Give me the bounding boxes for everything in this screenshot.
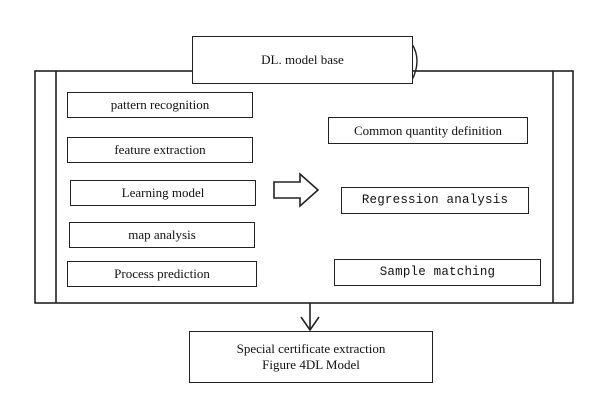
down-arrow-icon <box>300 316 320 332</box>
title-box: DL. model base <box>192 36 413 84</box>
left-item-map-analysis: map analysis <box>69 222 255 248</box>
output-line-1: Special certificate extraction <box>236 341 386 357</box>
left-item-learning-model: Learning model <box>70 180 256 206</box>
left-item-pattern-recognition: pattern recognition <box>67 92 253 118</box>
right-item-label: Common quantity definition <box>353 122 503 138</box>
right-item-common-quantity-definition: Common quantity definition <box>328 117 528 144</box>
left-item-label: Process prediction <box>114 266 210 282</box>
left-item-label: map analysis <box>128 227 196 243</box>
left-item-label: Learning model <box>121 185 205 201</box>
hollow-right-arrow-icon <box>273 172 320 208</box>
left-item-process-prediction: Process prediction <box>67 261 257 287</box>
right-item-sample-matching: Sample matching <box>334 259 541 286</box>
output-box: Special certificate extraction Figure 4D… <box>189 331 433 383</box>
output-line-2: Figure 4DL Model <box>262 357 360 372</box>
title-curl <box>411 43 418 81</box>
left-item-label: pattern recognition <box>110 97 210 113</box>
right-item-regression-analysis: Regression analysis <box>341 187 529 214</box>
left-item-feature-extraction: feature extraction <box>67 137 253 163</box>
title-label: DL. model base <box>261 52 344 68</box>
left-item-label: feature extraction <box>114 142 206 158</box>
right-item-label: Regression analysis <box>361 193 509 207</box>
right-item-label: Sample matching <box>379 265 496 279</box>
